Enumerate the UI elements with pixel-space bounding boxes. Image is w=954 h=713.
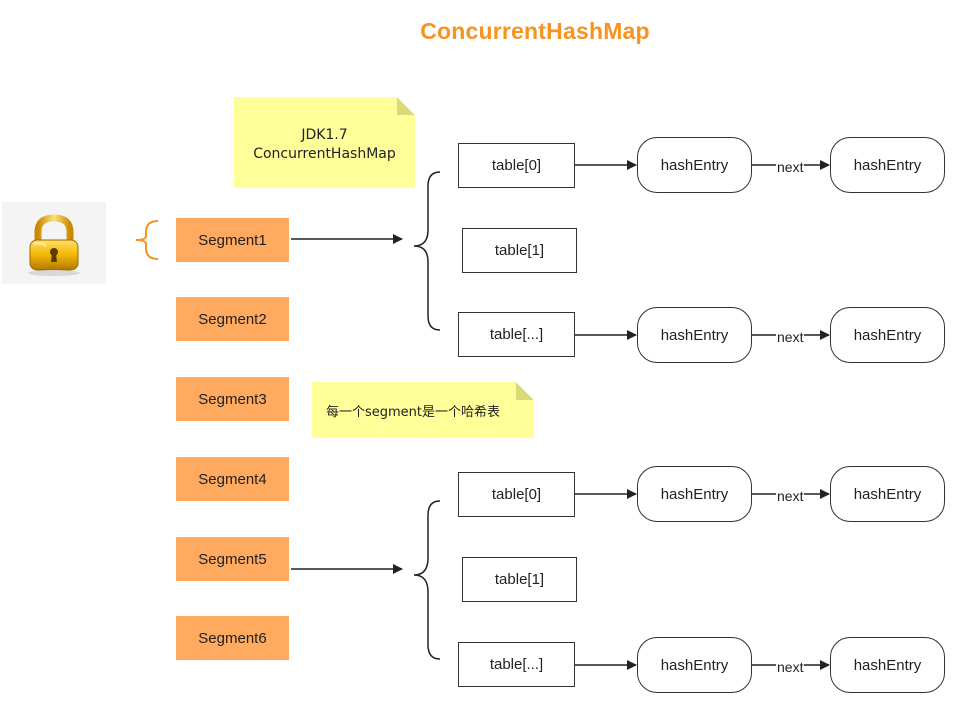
segment-box-5: Segment5 [176, 537, 289, 581]
hash-entry-2a: hashEntry [637, 307, 752, 363]
next-label-2: next [776, 329, 805, 345]
segment-box-3: Segment3 [176, 377, 289, 421]
hash-entry-4a: hashEntry [637, 637, 752, 693]
segment-box-4: Segment4 [176, 457, 289, 501]
diagram-title: ConcurrentHashMap [420, 18, 650, 44]
next-label-3: next [776, 488, 805, 504]
version-note-line1: JDK1.7 [301, 127, 348, 143]
segment-box-6: Segment6 [176, 616, 289, 660]
next-label-4: next [776, 659, 805, 675]
table-box-bottom-0: table[0] [458, 472, 575, 517]
table-box-top-n: table[...] [458, 312, 575, 357]
table-box-top-0: table[0] [458, 143, 575, 188]
table-box-top-1: table[1] [462, 228, 577, 273]
hash-entry-4b: hashEntry [830, 637, 945, 693]
table-brace-bottom [413, 500, 441, 660]
version-note: JDK1.7 ConcurrentHashMap [234, 97, 415, 188]
table-brace-top [413, 171, 441, 331]
hash-entry-2b: hashEntry [830, 307, 945, 363]
lock-panel [2, 202, 106, 284]
table-box-bottom-n: table[...] [458, 642, 575, 687]
segment-box-1: Segment1 [176, 218, 289, 262]
hash-entry-3b: hashEntry [830, 466, 945, 522]
segment-note-text: 每一个segment是一个哈希表 [326, 405, 501, 420]
hash-entry-1a: hashEntry [637, 137, 752, 193]
next-label-1: next [776, 159, 805, 175]
lock-brace [135, 220, 159, 260]
segment-box-2: Segment2 [176, 297, 289, 341]
version-note-line2: ConcurrentHashMap [253, 146, 396, 162]
hash-entry-3a: hashEntry [637, 466, 752, 522]
hash-entry-1b: hashEntry [830, 137, 945, 193]
lock-icon [28, 214, 80, 276]
table-box-bottom-1: table[1] [462, 557, 577, 602]
segment-note: 每一个segment是一个哈希表 [312, 382, 534, 438]
